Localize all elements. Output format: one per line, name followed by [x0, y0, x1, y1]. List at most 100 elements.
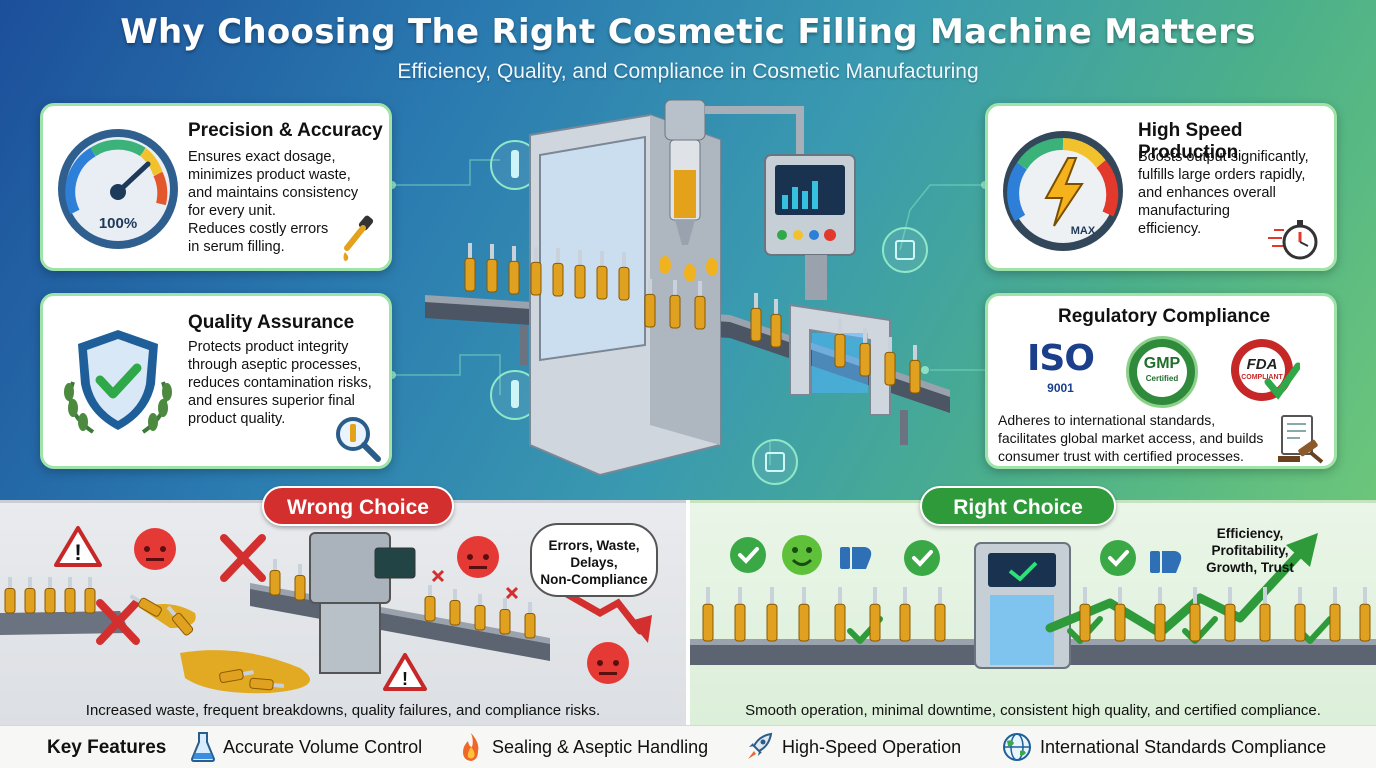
- feature-sealing: Sealing & Aseptic Handling: [492, 737, 709, 757]
- feature-accurate-volume: Accurate Volume Control: [223, 737, 423, 757]
- vial: [294, 564, 306, 601]
- rocket-icon: [745, 731, 775, 763]
- quality-line: Protects product integrity: [188, 339, 349, 355]
- vial: [834, 319, 846, 368]
- vial: [869, 587, 881, 642]
- quality-line: product quality.: [188, 411, 286, 427]
- vial: [574, 250, 586, 299]
- quality-body: Protects product integrity through asept…: [188, 338, 393, 428]
- vial: [669, 280, 681, 329]
- dropper-icon: [339, 214, 379, 264]
- stopwatch-icon: [1266, 216, 1322, 262]
- vial: [1224, 587, 1236, 642]
- vial: [1114, 587, 1126, 642]
- feature-high-speed: High-Speed Operation: [782, 737, 962, 757]
- vial: [524, 602, 536, 639]
- right-choice-label: Right Choice: [920, 486, 1116, 526]
- vial: [1359, 587, 1371, 642]
- vial: [464, 243, 476, 292]
- precision-line: in serum filling.: [188, 239, 285, 255]
- globe-icon: [1002, 731, 1032, 763]
- bubble-line: Errors, Waste,: [548, 538, 640, 553]
- problems-bubble: Errors, Waste, Delays, Non-Compliance: [530, 523, 658, 597]
- page-title: Why Choosing The Right Cosmetic Filling …: [120, 12, 1256, 52]
- vial: [596, 251, 608, 300]
- precision-line: minimizes product waste,: [188, 167, 351, 183]
- vial: [694, 281, 706, 330]
- angry-face-icon: [134, 528, 629, 684]
- benefit-line: Efficiency,: [1216, 526, 1284, 541]
- bubble-line: Non-Compliance: [540, 572, 648, 587]
- vial: [508, 246, 520, 295]
- vial: [499, 598, 511, 635]
- document-gavel-icon: [1276, 414, 1328, 464]
- key-features-heading: Key Features: [47, 737, 167, 758]
- right-choice-scene: [690, 533, 1376, 669]
- vial: [486, 244, 498, 293]
- wrong-choice-panel: ! ! Wrong Choice Errors, Waste, Delays, …: [0, 486, 686, 725]
- benefits-text: Efficiency, Profitability, Growth, Trust: [1195, 525, 1305, 576]
- vials-row: [464, 243, 921, 394]
- precision-line: Ensures exact dosage,: [188, 149, 336, 165]
- precision-title: Precision & Accuracy: [188, 120, 383, 141]
- vial: [1154, 587, 1166, 642]
- quality-title: Quality Assurance: [188, 312, 355, 333]
- gauge-100-label: 100%: [99, 215, 137, 232]
- svg-text:!: !: [402, 669, 408, 689]
- wrong-choice-label: Wrong Choice: [262, 486, 454, 526]
- vial: [899, 587, 911, 642]
- fda-badge: FDA COMPLIANT: [1228, 336, 1300, 408]
- vial: [750, 293, 762, 342]
- vial: [734, 587, 746, 642]
- card-regulatory: Regulatory Compliance ISO 9001 GMP Certi…: [985, 293, 1337, 469]
- vial: [530, 247, 542, 296]
- shield-icon: [53, 322, 183, 442]
- vial: [474, 594, 486, 631]
- precision-body: Ensures exact dosage, minimizes product …: [188, 148, 388, 256]
- quality-line: through aseptic processes,: [188, 357, 362, 373]
- precision-line: for every unit.: [188, 203, 276, 219]
- vial: [424, 585, 436, 622]
- vial: [4, 577, 16, 614]
- flame-icon: [458, 731, 484, 763]
- filling-machine-illustration: [420, 95, 960, 495]
- vial: [1294, 587, 1306, 642]
- panel-divider: [686, 500, 690, 725]
- bubble-line: Delays,: [570, 555, 618, 570]
- precision-line: and maintains consistency: [188, 185, 359, 201]
- vial: [64, 577, 76, 614]
- key-features-bar: Key Features Accurate Volume Control Sea…: [0, 725, 1376, 768]
- iso-label: ISO: [1027, 338, 1095, 379]
- hero-section: Why Choosing The Right Cosmetic Filling …: [0, 0, 1376, 500]
- speed-line: manufacturing: [1138, 203, 1230, 219]
- vial: [884, 337, 896, 386]
- benefit-line: Profitability,: [1211, 543, 1289, 558]
- fda-label: FDA: [1246, 356, 1278, 373]
- vial: [219, 669, 254, 683]
- right-choice-panel: Right Choice Efficiency, Profitability, …: [690, 486, 1376, 725]
- gmp-badge: GMP Certified: [1126, 336, 1198, 408]
- precision-gauge-icon: 100%: [53, 124, 183, 254]
- iso-number: 9001: [1047, 381, 1074, 395]
- vial: [249, 677, 285, 691]
- card-precision: 100% Precision & Accuracy Ensures exact …: [40, 103, 392, 271]
- quality-line: reduces contamination risks,: [188, 375, 372, 391]
- regulatory-body: Adheres to international standards, faci…: [998, 411, 1283, 465]
- vial: [24, 577, 36, 614]
- vial: [644, 279, 656, 328]
- speed-title: High Speed Production: [1138, 120, 1243, 163]
- vial: [934, 587, 946, 642]
- speed-line: efficiency.: [1138, 221, 1202, 237]
- vial: [798, 587, 810, 642]
- vial: [1189, 587, 1201, 642]
- vial: [166, 605, 194, 636]
- precision-line: Reduces costly errors: [188, 221, 329, 237]
- right-caption: Smooth operation, minimal downtime, cons…: [745, 702, 1321, 719]
- vial: [766, 587, 778, 642]
- vial: [129, 594, 162, 617]
- regulatory-line: Adheres to international standards,: [998, 412, 1216, 428]
- gmp-label: GMP: [1143, 355, 1181, 372]
- regulatory-title: Regulatory Compliance: [1058, 306, 1271, 327]
- magnifier-icon: [333, 414, 383, 464]
- regulatory-line: consumer trust with certified processes.: [998, 448, 1244, 464]
